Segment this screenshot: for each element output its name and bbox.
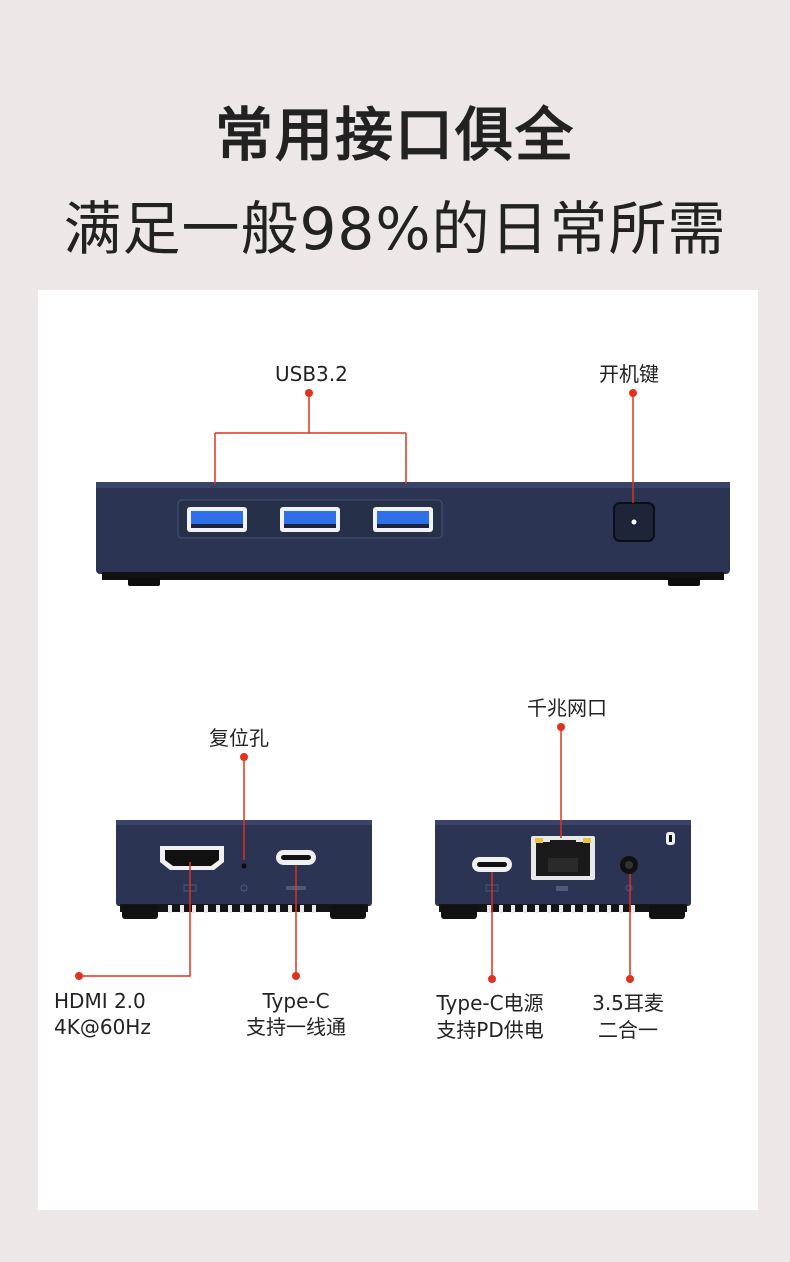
kensington-lock-icon [666,832,675,845]
product-panel [38,290,758,1210]
right-side-device [435,820,691,919]
label-reset: 复位孔 [209,726,269,750]
label-hdmi-line2: 4K@60Hz [54,1015,151,1039]
label-audio-line1: 3.5耳麦 [592,991,664,1015]
ethernet-port-icon [531,836,595,880]
label-typec-line2: 支持一线通 [246,1015,346,1039]
label-typec-line1: Type-C [262,989,330,1013]
reset-hole-icon [241,863,247,869]
label-typec-power-line1: Type-C电源 [436,991,544,1015]
typec-port-icon [276,850,316,865]
usb-port-icon [373,507,433,532]
audio-jack-icon [620,856,638,874]
label-typec-power-line2: 支持PD供电 [436,1018,544,1042]
headline-line1: 常用接口俱全 [214,101,575,169]
front-view-device [96,482,730,586]
label-audio-line2: 二合一 [598,1018,658,1042]
label-power-button: 开机键 [599,362,659,386]
typec-port-icon [472,857,512,872]
hdmi-port-icon [160,846,224,870]
usb-callout [214,393,407,484]
label-hdmi-line1: HDMI 2.0 [54,989,146,1013]
headline-line2: 满足一般98%的日常所需 [63,195,727,263]
power-button-icon [613,502,655,542]
usb-port-icon [187,507,247,532]
label-usb: USB3.2 [275,362,348,386]
usb-port-icon [280,507,340,532]
label-ethernet: 千兆网口 [527,696,607,720]
